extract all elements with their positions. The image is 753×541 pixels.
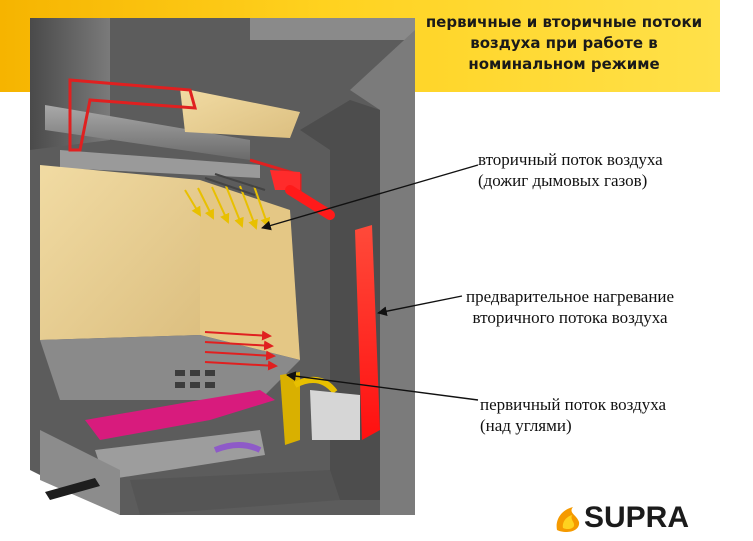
- label-preheat: предварительное нагревание вторичного по…: [466, 286, 674, 328]
- brand-name: SUPRA: [584, 501, 690, 534]
- leader-secondary: [261, 164, 479, 231]
- firebox: [40, 165, 340, 515]
- preheat-outlet: [270, 170, 300, 190]
- flame-logo-icon: [556, 507, 580, 532]
- label-secondary-flow: вторичный поток воздуха (дожиг дымовых г…: [478, 149, 663, 191]
- diagram-title-line: номинальном режиме: [468, 55, 660, 73]
- label-line: (дожиг дымовых газов): [478, 171, 648, 190]
- secondary-flow-arrows: [184, 173, 271, 230]
- leader-preheat: [377, 295, 463, 317]
- diagram-title-line: воздуха при работе в: [470, 34, 658, 52]
- primary-flow-arrows: [204, 330, 278, 371]
- primary-air-inlet: [213, 372, 360, 453]
- diagram-title-line: первичные и вторичные потоки: [425, 13, 703, 31]
- grate: [175, 370, 215, 388]
- label-line: (над углями): [480, 416, 572, 435]
- diagram-title: первичные и вторичные потоки воздуха при…: [410, 12, 718, 75]
- label-line: первичный поток воздуха: [480, 395, 667, 414]
- leader-primary: [286, 371, 479, 401]
- label-line: вторичного потока воздуха: [472, 308, 668, 327]
- label-line: предварительное нагревание: [466, 287, 675, 306]
- label-primary-flow: первичный поток воздуха (над углями): [480, 394, 666, 436]
- label-line: вторичный поток воздуха: [478, 150, 663, 169]
